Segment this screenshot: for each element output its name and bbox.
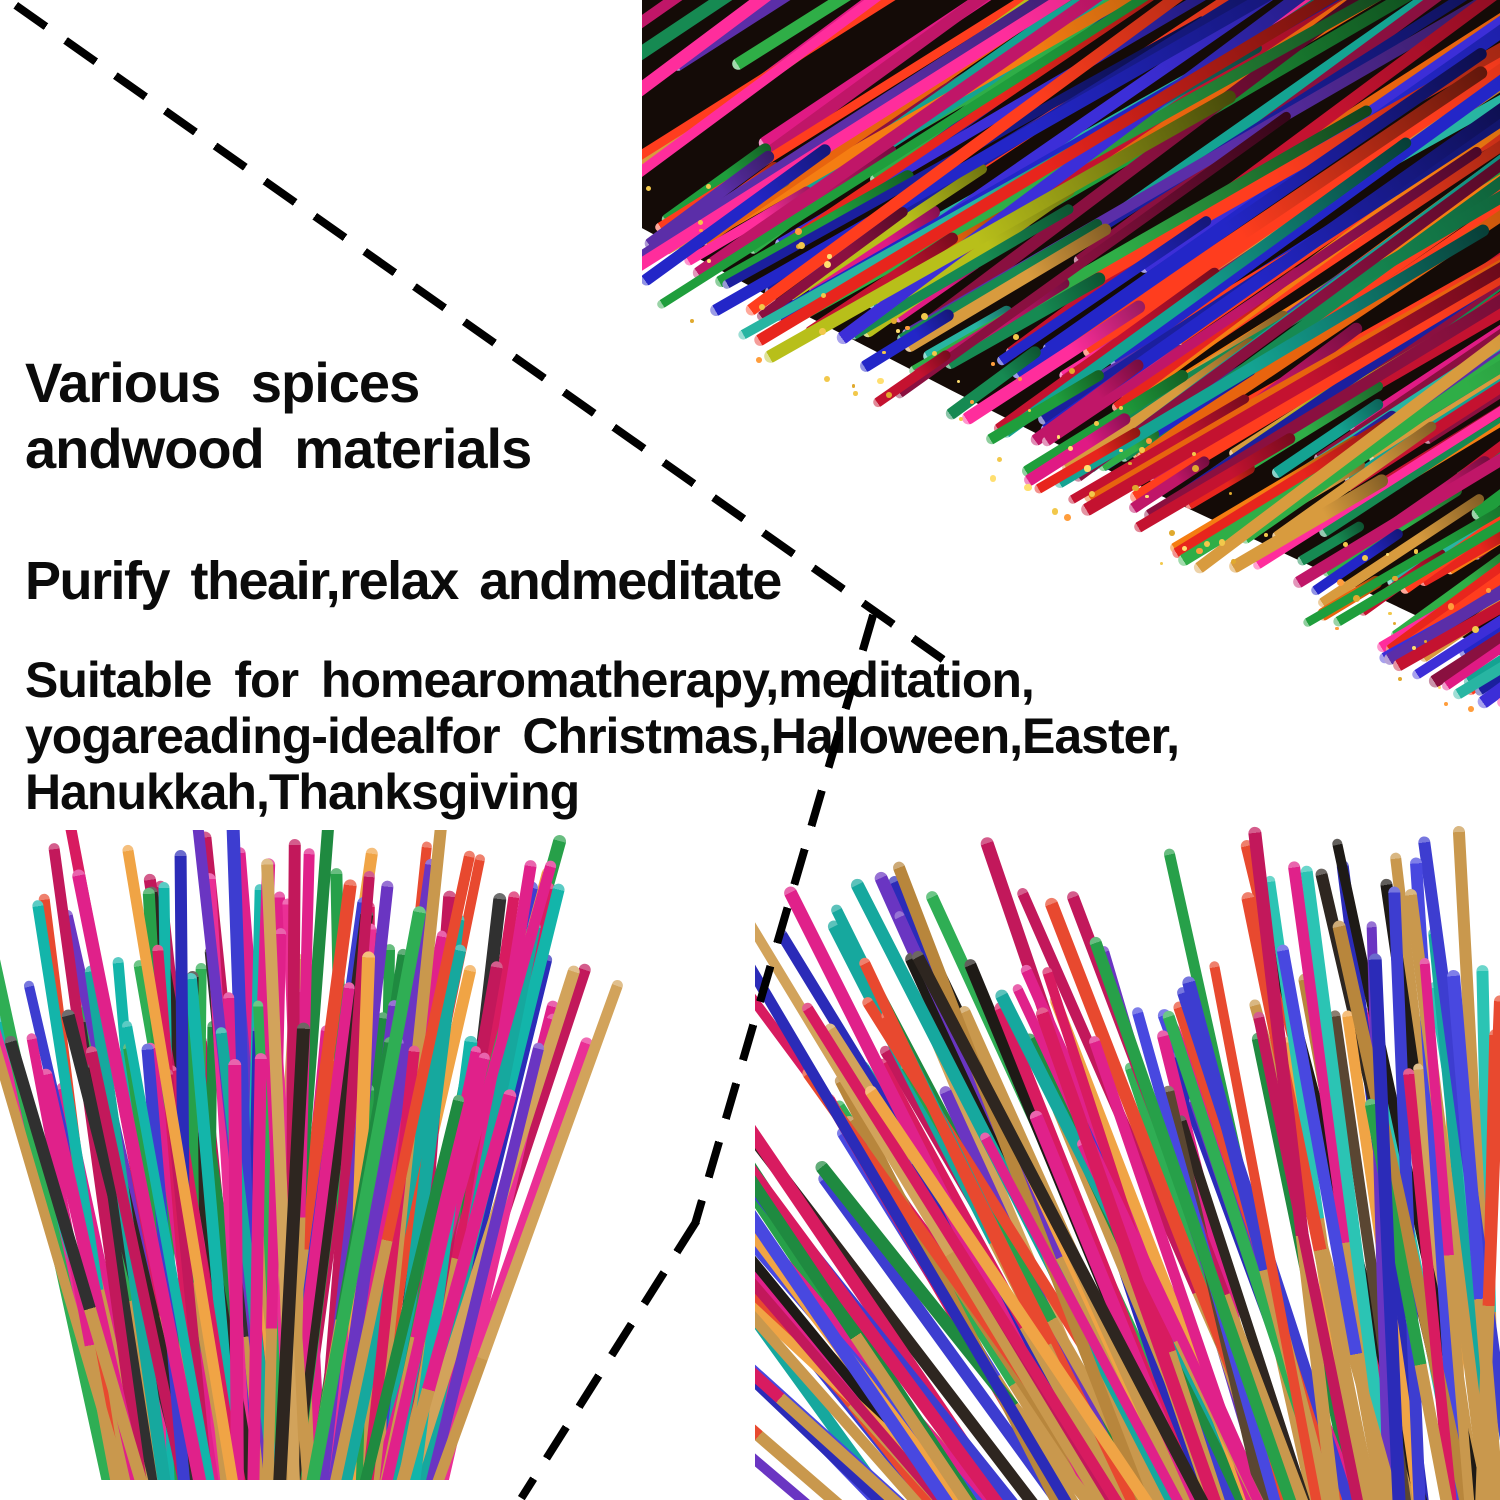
glitter-speck: [699, 228, 703, 233]
glitter-speck: [1398, 676, 1403, 681]
photo-incense-pile: [642, 0, 1500, 736]
glitter-speck: [1437, 685, 1442, 690]
glitter-speck: [1067, 446, 1073, 452]
caption-materials: Various spices andwood materials: [25, 350, 532, 482]
glitter-speck: [1411, 645, 1417, 651]
glitter-speck: [1068, 367, 1075, 374]
glitter-speck: [1353, 595, 1361, 602]
glitter-speck: [1228, 492, 1232, 496]
caption-purify: Purify theair,relax andmeditate: [25, 551, 782, 611]
glitter-speck: [905, 325, 910, 331]
glitter-speck: [958, 416, 964, 422]
glitter-speck: [823, 376, 830, 383]
glitter-speck: [827, 254, 832, 259]
glitter-speck: [1263, 533, 1268, 538]
glitter-speck: [1392, 575, 1398, 582]
glitter-speck: [1094, 421, 1100, 427]
glitter-speck: [1119, 406, 1124, 411]
glitter-speck: [1385, 552, 1390, 557]
glitter-speck: [697, 219, 703, 225]
glitter-speck: [820, 292, 827, 299]
photo-incense-fan-right: [755, 750, 1500, 1500]
glitter-speck: [1132, 484, 1139, 492]
caption-line: Various spices: [25, 351, 420, 414]
glitter-speck: [1336, 578, 1345, 587]
glitter-speck: [1231, 559, 1236, 565]
glitter-speck: [989, 475, 997, 482]
glitter-speck: [1169, 529, 1175, 536]
glitter-speck: [1388, 611, 1392, 616]
glitter-speck: [706, 259, 711, 264]
caption-line: andwood materials: [25, 417, 532, 480]
caption-line: Suitable for homearomatherapy,meditation…: [25, 652, 1035, 708]
glitter-speck: [852, 384, 856, 388]
glitter-speck: [1182, 546, 1188, 552]
glitter-speck: [690, 318, 695, 324]
glitter-speck: [991, 361, 995, 366]
caption-line: Purify theair,relax andmeditate: [25, 551, 782, 611]
glitter-speck: [853, 391, 858, 396]
glitter-speck: [794, 227, 802, 235]
caption-line: yogareading-idealfor Christmas,Halloween…: [25, 708, 1180, 764]
glitter-speck: [706, 183, 712, 189]
glitter-speck: [797, 241, 805, 249]
glitter-speck: [1413, 549, 1419, 554]
glitter-speck: [1471, 626, 1480, 634]
glitter-speck: [1191, 464, 1199, 472]
glitter-speck: [1392, 622, 1396, 626]
glitter-speck: [756, 356, 763, 363]
glitter-speck: [1361, 555, 1368, 562]
glitter-speck: [1448, 603, 1455, 610]
glitter-speck: [1467, 706, 1474, 713]
glitter-speck: [1128, 461, 1132, 466]
glitter-speck: [1084, 465, 1091, 472]
glitter-speck: [1064, 513, 1071, 521]
glitter-speck: [1343, 542, 1348, 548]
glitter-speck: [1013, 334, 1020, 341]
glitter-speck: [1204, 541, 1211, 548]
glitter-speck: [877, 377, 884, 385]
glitter-speck: [1423, 640, 1427, 644]
glitter-speck: [758, 303, 766, 311]
glitter-speck: [1196, 547, 1203, 555]
glitter-speck: [1145, 494, 1149, 498]
glitter-speck: [1017, 376, 1023, 382]
glitter-speck: [1056, 435, 1060, 439]
incense-stick: [227, 1059, 244, 1480]
glitter-speck: [882, 350, 886, 354]
glitter-speck: [921, 312, 929, 321]
glitter-speck: [645, 185, 652, 191]
glitter-speck: [896, 329, 901, 333]
glitter-speck: [823, 261, 831, 269]
glitter-speck: [1218, 539, 1226, 546]
glitter-speck: [1028, 408, 1032, 412]
glitter-speck: [1089, 490, 1096, 497]
glitter-speck: [1335, 626, 1339, 631]
glitter-speck: [885, 392, 892, 398]
glitter-speck: [1191, 451, 1196, 456]
glitter-speck: [1051, 508, 1059, 516]
glitter-speck: [818, 327, 826, 335]
caption-line: Hanukkah,Thanksgiving: [25, 764, 580, 820]
glitter-speck: [996, 457, 1002, 463]
caption-suitable: Suitable for homearomatherapy,meditation…: [25, 652, 1180, 820]
glitter-speck: [1159, 561, 1163, 566]
glitter-speck: [1119, 448, 1124, 453]
glitter-speck: [1146, 437, 1153, 444]
glitter-speck: [1443, 701, 1449, 706]
glitter-speck: [969, 399, 974, 405]
glitter-speck: [1485, 588, 1491, 594]
glitter-speck: [1138, 447, 1145, 453]
glitter-speck: [891, 317, 898, 324]
glitter-speck: [931, 350, 938, 357]
glitter-speck: [956, 379, 961, 384]
glitter-speck: [1024, 483, 1032, 492]
